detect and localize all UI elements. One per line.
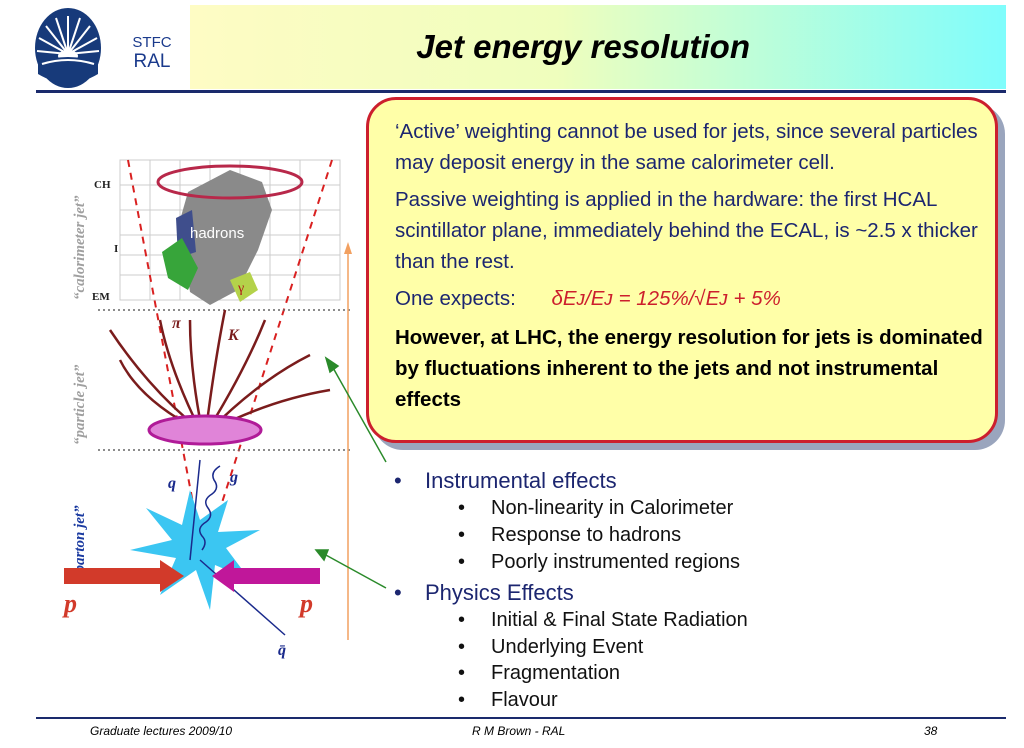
particle-tracks xyxy=(108,309,331,432)
resolution-formula: δEᴊ/Eᴊ = 125%/√Eᴊ + 5% xyxy=(551,287,781,310)
label-i: I xyxy=(114,243,118,255)
explanation-callout: ‘Active’ weighting cannot be used for je… xyxy=(366,97,998,443)
bullet-dot-icon: • xyxy=(394,580,402,605)
callout-para-active: ‘Active’ weighting cannot be used for je… xyxy=(395,120,978,174)
label-calorimeter-jet: “calorimeter jet” xyxy=(72,195,88,300)
bullet-dot-icon: • xyxy=(458,497,466,519)
label-parton-jet: “parton jet” xyxy=(72,505,88,580)
footer-author: R M Brown - RAL xyxy=(472,724,566,738)
bullet-dot-icon: • xyxy=(458,551,466,573)
footer-divider xyxy=(36,717,1006,719)
callout-para-passive: Passive weighting is applied in the hard… xyxy=(395,188,978,273)
bullet-heading: Instrumental effects xyxy=(425,468,617,493)
bullet-heading: Physics Effects xyxy=(425,580,574,605)
label-q: q xyxy=(168,475,176,492)
title-bar xyxy=(190,5,1006,89)
proton-arrow-left xyxy=(64,560,184,592)
label-qbar: q̄ xyxy=(278,642,286,659)
label-g: g xyxy=(229,469,238,486)
label-particle-jet: “particle jet” xyxy=(72,364,88,445)
jet-diagram: hadrons γ CH I EM “calorimeter jet” “par… xyxy=(62,159,352,659)
bullet-dot-icon: • xyxy=(394,468,402,493)
label-pi: π xyxy=(172,315,182,332)
label-p-right: p xyxy=(298,589,313,618)
header-divider xyxy=(36,90,1006,93)
pointer-arrows xyxy=(314,356,387,589)
collision-star xyxy=(130,490,260,610)
expects-label: One expects: xyxy=(395,287,516,310)
bullet-dot-icon: • xyxy=(458,609,466,631)
stfc-logo xyxy=(35,8,101,88)
hadron-shower xyxy=(180,170,272,305)
label-k: K xyxy=(227,327,240,344)
label-ch: CH xyxy=(94,179,111,191)
particle-jet-ring xyxy=(147,414,263,446)
label-em: EM xyxy=(92,291,110,303)
label-gamma: γ xyxy=(237,281,244,296)
page-number: 38 xyxy=(924,724,938,738)
bullet-dot-icon: • xyxy=(458,636,466,658)
footer-course: Graduate lectures 2009/10 xyxy=(90,724,233,738)
callout-para-lhc: However, at LHC, the energy resolution f… xyxy=(395,326,983,411)
bullet-dot-icon: • xyxy=(458,689,466,711)
bullet-dot-icon: • xyxy=(458,662,466,684)
callout-para-expects: One expects: δEᴊ/Eᴊ = 125%/√Eᴊ + 5% xyxy=(395,283,983,314)
org-name: STFC RAL xyxy=(120,34,184,73)
proton-arrow-right xyxy=(212,560,320,592)
label-p-left: p xyxy=(62,589,77,618)
bullet-dot-icon: • xyxy=(458,524,466,546)
slide-title: Jet energy resolution xyxy=(416,28,750,65)
label-hadrons: hadrons xyxy=(190,225,244,242)
org-line-2: RAL xyxy=(133,51,171,73)
calorimeter-jet-ring xyxy=(156,164,304,200)
org-line-1: STFC xyxy=(132,34,172,51)
